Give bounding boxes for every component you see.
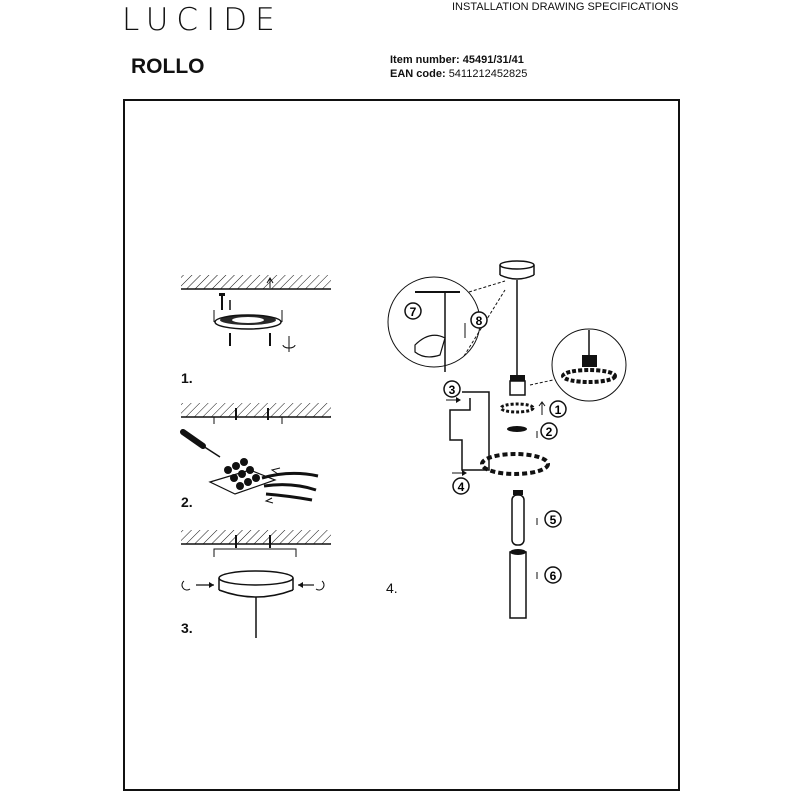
product-name: ROLLO bbox=[131, 55, 205, 78]
item-number-value: 45491/31/41 bbox=[462, 54, 524, 66]
ean-code-value: 5411212452825 bbox=[448, 68, 528, 80]
svg-text:1: 1 bbox=[555, 403, 562, 417]
lucide-logo: LUCIDE bbox=[122, 2, 352, 38]
document-title: INSTALLATION DRAWING SPECIFICATIONS bbox=[452, 1, 679, 13]
item-number-label: Item number: bbox=[390, 54, 460, 66]
callout-8: 8 bbox=[470, 311, 488, 329]
callout-1: 1 bbox=[549, 400, 567, 418]
svg-text:8: 8 bbox=[476, 314, 483, 328]
step-2-drawing bbox=[180, 403, 331, 504]
step-4-label: 4. bbox=[386, 580, 398, 596]
callout-5: 5 bbox=[544, 510, 562, 528]
step-3-drawing bbox=[181, 530, 331, 638]
callout-6: 6 bbox=[544, 566, 562, 584]
step-1-drawing bbox=[181, 275, 331, 352]
ean-code-line: EAN code: 5411212452825 bbox=[390, 68, 527, 80]
svg-text:7: 7 bbox=[410, 305, 417, 319]
svg-text:6: 6 bbox=[550, 569, 557, 583]
callout-markers: 1 2 3 4 5 6 7 8 bbox=[404, 302, 567, 584]
svg-text:5: 5 bbox=[550, 513, 557, 527]
callout-2: 2 bbox=[540, 422, 558, 440]
logo-wordmark: LUCIDE bbox=[122, 2, 283, 38]
callout-7: 7 bbox=[404, 302, 422, 320]
item-number-line: Item number: 45491/31/41 bbox=[390, 54, 524, 66]
callout-4: 4 bbox=[452, 477, 470, 495]
callout-3: 3 bbox=[443, 380, 461, 398]
ean-code-label: EAN code: bbox=[390, 68, 446, 80]
drawing-frame bbox=[123, 99, 680, 791]
ceiling-hatch bbox=[181, 275, 331, 289]
svg-text:2: 2 bbox=[546, 425, 553, 439]
svg-text:3: 3 bbox=[449, 383, 456, 397]
step-3-label: 3. bbox=[181, 620, 193, 636]
step-2-label: 2. bbox=[181, 494, 193, 510]
step-4-drawing bbox=[387, 260, 627, 619]
step-1-label: 1. bbox=[181, 370, 193, 386]
svg-text:4: 4 bbox=[458, 480, 465, 494]
